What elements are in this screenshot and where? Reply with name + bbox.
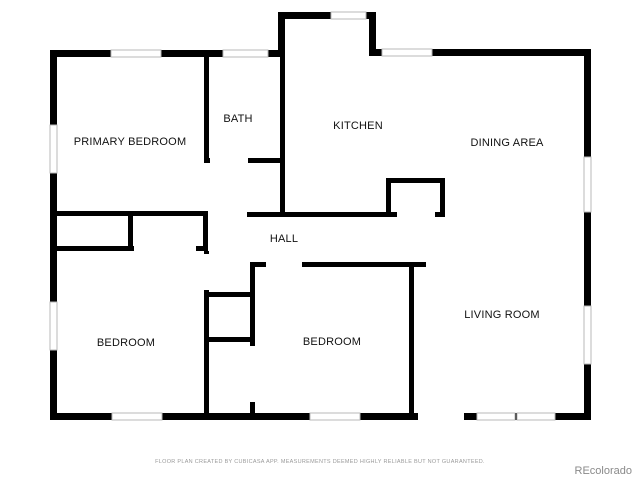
exterior-wall-kitchen-bump-top bbox=[278, 12, 376, 19]
door-bedroom-left bbox=[202, 254, 211, 290]
wall-island-top bbox=[386, 178, 445, 183]
floor-plan-disclaimer: FLOOR PLAN CREATED BY CUBICASA APP. MEAS… bbox=[155, 459, 485, 465]
window-bath-top bbox=[222, 49, 269, 58]
exterior-wall-top-right bbox=[369, 49, 591, 56]
window-living-right bbox=[583, 305, 592, 365]
window-living-bottom-1 bbox=[476, 412, 516, 421]
room-label-living-room: LIVING ROOM bbox=[464, 309, 540, 321]
wall-bedroom-hall bbox=[204, 251, 209, 416]
wall-bedroom2-top bbox=[250, 262, 426, 267]
wall-island-right bbox=[440, 178, 445, 217]
door-bath bbox=[210, 157, 248, 164]
exterior-wall-top-left bbox=[50, 50, 283, 57]
wall-bath-kitchen bbox=[280, 57, 285, 217]
wall-closet-divider bbox=[128, 211, 133, 248]
wall-kitchen-bottom bbox=[247, 212, 445, 217]
room-label-primary-bedroom: PRIMARY BEDROOM bbox=[74, 136, 187, 148]
window-primary-left bbox=[49, 124, 58, 174]
window-living-bottom-2 bbox=[516, 412, 556, 421]
room-label-kitchen: KITCHEN bbox=[333, 120, 383, 132]
door-front bbox=[418, 412, 464, 421]
wall-closet-right bbox=[203, 211, 208, 251]
window-bedroom-left bbox=[49, 301, 58, 351]
window-primary-top bbox=[110, 49, 162, 58]
brand-watermark: REcolorado bbox=[574, 465, 632, 477]
exterior-wall-kitchen-bump-left bbox=[278, 12, 285, 57]
room-label-hall: HALL bbox=[270, 233, 298, 245]
door-island bbox=[397, 211, 435, 218]
wall-bedroom-bath bbox=[204, 57, 209, 163]
wall-closet-bottom bbox=[57, 246, 207, 251]
room-label-dining-area: DINING AREA bbox=[470, 137, 544, 149]
wall-hall-closet-1 bbox=[204, 292, 254, 297]
exterior-wall-right bbox=[584, 49, 591, 420]
window-bedroom-bottom bbox=[111, 412, 163, 421]
window-dining-top bbox=[381, 48, 433, 57]
window-kitchen-top bbox=[330, 11, 367, 20]
window-dining-right bbox=[583, 156, 592, 213]
room-label-bath: BATH bbox=[223, 113, 252, 125]
room-label-bedroom-left: BEDROOM bbox=[97, 337, 155, 349]
door-hall-closet bbox=[249, 346, 256, 402]
wall-bedroom2-left bbox=[250, 262, 255, 416]
wall-hall-closet-2 bbox=[204, 337, 254, 342]
window-bedroom2-bottom bbox=[309, 412, 361, 421]
exterior-wall-left bbox=[50, 50, 57, 420]
wall-bedroom2-right bbox=[409, 262, 414, 416]
exterior-wall-kitchen-bump-right bbox=[369, 12, 376, 56]
door-bedroom-center bbox=[266, 261, 302, 268]
wall-island-left bbox=[386, 178, 391, 217]
door-closet bbox=[134, 245, 196, 252]
door-primary-bedroom bbox=[202, 165, 211, 207]
room-label-bedroom-center: BEDROOM bbox=[303, 336, 361, 348]
